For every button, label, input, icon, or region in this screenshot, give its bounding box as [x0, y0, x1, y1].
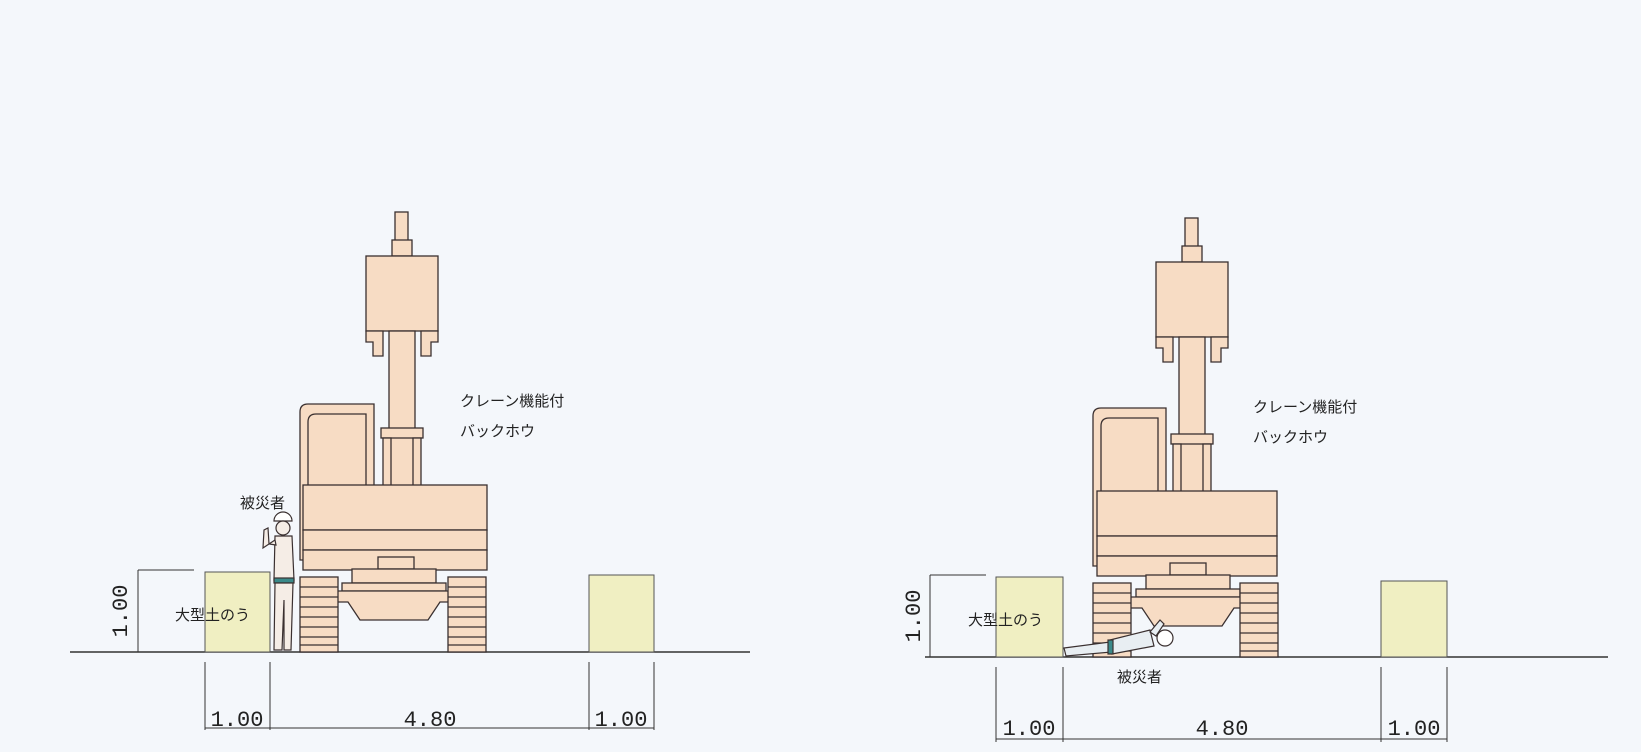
cylinder-left — [382, 437, 392, 490]
cylinder-left — [1172, 443, 1182, 496]
cab-window — [1100, 417, 1159, 554]
upper-body — [1096, 490, 1278, 537]
machine-label-line2: バックホウ — [1253, 428, 1328, 446]
swing-joint — [1169, 562, 1207, 576]
sandbag-left — [204, 571, 271, 653]
sandbag-right — [588, 574, 655, 653]
sandbag-left — [995, 576, 1064, 658]
upper-body-lower — [1096, 535, 1278, 557]
victim-label: 被災者 — [1117, 668, 1162, 686]
panel-right: クレーン機能付 バックホウ 被災者 大型土のう 1.00 1.00 4.80 1… — [902, 217, 1608, 742]
carbody-plate — [341, 582, 447, 592]
fallen-arm — [1149, 619, 1165, 637]
bucket-hook-right — [420, 330, 439, 357]
cylinder-right — [412, 437, 422, 490]
sandbag-label: 大型土のう — [175, 606, 250, 624]
width-label-machine: 4.80 — [404, 708, 457, 733]
machine-label-line1: クレーン機能付 — [1253, 398, 1357, 416]
swing-joint — [377, 556, 415, 570]
boom-head — [365, 255, 439, 332]
arm-joint — [391, 239, 413, 257]
sandbag-label: 大型土のう — [968, 611, 1043, 629]
carbody-plate — [1135, 588, 1241, 598]
belt — [273, 577, 295, 584]
width-label-sandbag-left: 1.00 — [1003, 717, 1056, 742]
boom-collar — [1170, 433, 1214, 445]
boom-collar — [380, 427, 424, 439]
bucket-hook-left — [1155, 336, 1174, 363]
backhoe-right — [1092, 217, 1279, 658]
height-label: 1.00 — [109, 585, 134, 638]
worker-fallen — [1063, 619, 1174, 657]
height-dimension — [929, 574, 986, 657]
boom — [388, 330, 416, 490]
boom — [1178, 336, 1206, 496]
sandbag-right — [1380, 580, 1448, 658]
width-label-sandbag-right: 1.00 — [595, 708, 648, 733]
height-dimension — [137, 569, 194, 652]
panel-left: クレーン機能付 バックホウ 被災者 大型土のう 1.00 1.00 4.80 1… — [70, 211, 750, 733]
carbody-top — [351, 568, 437, 584]
cylinder-right — [1202, 443, 1212, 496]
head — [275, 520, 291, 536]
carbody-top — [1145, 574, 1231, 590]
arm-joint — [1181, 245, 1203, 263]
upper-body-lower — [302, 529, 488, 551]
worker-standing — [262, 511, 295, 651]
track-left — [299, 576, 339, 653]
width-dimension — [995, 667, 1448, 742]
track-shoes-left — [300, 586, 486, 646]
victim-label: 被災者 — [240, 494, 285, 512]
fallen-helmet — [1156, 629, 1174, 647]
fallen-belt — [1107, 639, 1114, 655]
bucket-hook-left — [365, 330, 384, 357]
legs — [273, 582, 294, 651]
height-label: 1.00 — [902, 590, 927, 643]
track-right — [1239, 582, 1279, 658]
width-label-machine: 4.80 — [1196, 717, 1249, 742]
width-dimension — [204, 662, 655, 730]
helmet — [273, 511, 293, 522]
boom-head — [1155, 261, 1229, 338]
cab-window — [307, 413, 367, 548]
machine-label-line2: バックホウ — [460, 422, 535, 440]
raised-arm — [262, 527, 277, 550]
upper-body — [302, 484, 488, 531]
bucket-hook-right — [1210, 336, 1229, 363]
torso — [273, 535, 295, 581]
track-right — [447, 576, 487, 653]
width-label-sandbag-right: 1.00 — [1388, 717, 1441, 742]
backhoe-left — [299, 211, 488, 653]
machine-label-line1: クレーン機能付 — [460, 392, 564, 410]
width-label-sandbag-left: 1.00 — [211, 708, 264, 733]
